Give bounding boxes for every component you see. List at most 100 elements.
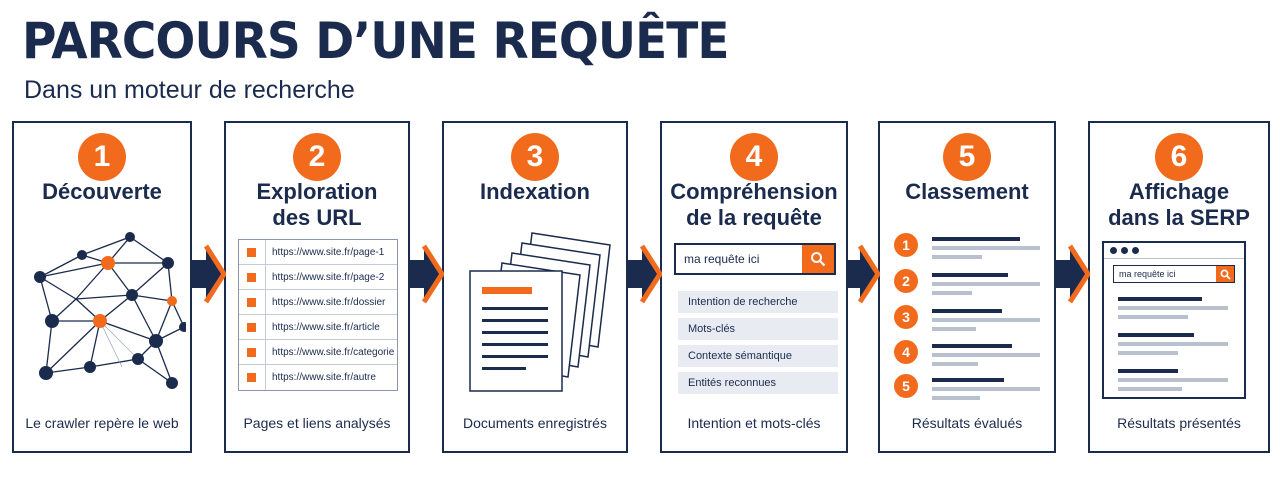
step-title-line: dans la SERP bbox=[1108, 205, 1250, 230]
step-title: Indexation bbox=[444, 179, 626, 205]
page-subtitle: Dans un moteur de recherche bbox=[24, 76, 355, 104]
rank-badge: 3 bbox=[894, 305, 918, 329]
browser-titlebar bbox=[1104, 243, 1244, 259]
step-number-badge: 6 bbox=[1155, 133, 1203, 181]
result-bar bbox=[932, 273, 1008, 277]
step-number-badge: 2 bbox=[293, 133, 341, 181]
url-bullet bbox=[247, 347, 256, 357]
step-title-line: Classement bbox=[905, 179, 1029, 204]
step-caption: Résultats présentés bbox=[1117, 415, 1241, 431]
url-row[interactable]: https://www.site.fr/page-2 bbox=[239, 265, 397, 290]
chevron-arrow-icon bbox=[192, 244, 226, 304]
step-title-line: Indexation bbox=[479, 179, 590, 204]
step-number-badge: 5 bbox=[943, 133, 991, 181]
result-bar bbox=[932, 378, 1004, 382]
url-bullet bbox=[247, 272, 256, 282]
page-title: PARCOURS D’UNE REQUÊTE bbox=[22, 12, 730, 70]
url-text: https://www.site.fr/article bbox=[265, 315, 380, 339]
result-bar bbox=[932, 327, 976, 331]
result-bar bbox=[932, 255, 982, 259]
step-number-badge: 1 bbox=[78, 133, 126, 181]
step-title: Compréhension de la requête bbox=[662, 179, 846, 231]
serp-result-bar bbox=[1118, 378, 1228, 382]
step-title: Découverte bbox=[14, 179, 190, 205]
step-card-6: 6 Affichage dans la SERP ma requête ici … bbox=[1088, 121, 1270, 453]
rank-badge: 5 bbox=[894, 374, 918, 398]
step-title-line: de la requête bbox=[686, 205, 822, 230]
intent-item: Mots-clés bbox=[678, 318, 838, 340]
step-card-3: 3 Indexation Documents enregistrés bbox=[442, 121, 628, 453]
serp-result-bar bbox=[1118, 387, 1182, 391]
result-bar bbox=[932, 282, 1040, 286]
url-text: https://www.site.fr/page-2 bbox=[265, 265, 384, 289]
url-row[interactable]: https://www.site.fr/dossier bbox=[239, 290, 397, 315]
url-bullet bbox=[247, 373, 256, 382]
step-caption: Documents enregistrés bbox=[463, 415, 607, 431]
window-dot-icon bbox=[1132, 247, 1139, 254]
result-bar bbox=[932, 353, 1040, 357]
result-bar bbox=[932, 309, 1002, 313]
result-bar bbox=[932, 344, 1012, 348]
url-text: https://www.site.fr/categorie bbox=[265, 340, 394, 364]
result-bar bbox=[932, 387, 1040, 391]
step-card-4: 4 Compréhension de la requête ma requête… bbox=[660, 121, 848, 453]
url-bullet bbox=[247, 322, 256, 332]
step-title: Affichage dans la SERP bbox=[1090, 179, 1268, 231]
result-bar bbox=[932, 318, 1040, 322]
step-title: Exploration des URL bbox=[226, 179, 408, 231]
url-bullet bbox=[247, 247, 256, 257]
step-number-badge: 3 bbox=[511, 133, 559, 181]
query-input-text[interactable]: ma requête ici bbox=[684, 252, 760, 266]
document-stack-icon bbox=[469, 232, 611, 392]
window-dot-icon bbox=[1110, 247, 1117, 254]
step-caption: Le crawler repère le web bbox=[25, 415, 179, 431]
rank-badge: 1 bbox=[894, 233, 918, 257]
step-caption: Intention et mots-clés bbox=[687, 415, 821, 431]
result-bar bbox=[932, 362, 978, 366]
serp-result-bar bbox=[1118, 369, 1178, 373]
step-number-badge: 4 bbox=[730, 133, 778, 181]
url-row[interactable]: https://www.site.fr/page-1 bbox=[239, 240, 397, 265]
chevron-arrow-icon bbox=[628, 244, 662, 304]
serp-result-bar bbox=[1118, 333, 1194, 337]
intent-item: Entités reconnues bbox=[678, 372, 838, 394]
step-caption: Pages et liens analysés bbox=[243, 415, 391, 431]
query-search-box[interactable]: ma requête ici bbox=[674, 243, 836, 275]
serp-search-box[interactable]: ma requête ici bbox=[1113, 265, 1235, 283]
result-bar bbox=[932, 291, 972, 295]
url-row[interactable]: https://www.site.fr/autre bbox=[239, 365, 397, 390]
rank-badge: 4 bbox=[894, 340, 918, 364]
url-row[interactable]: https://www.site.fr/article bbox=[239, 315, 397, 340]
url-bullet bbox=[247, 297, 256, 307]
result-bar bbox=[932, 396, 980, 400]
step-card-5: 5 Classement 1 2 3 4 5 Résultats évalués bbox=[878, 121, 1056, 453]
step-title: Classement bbox=[880, 179, 1054, 205]
url-row[interactable]: https://www.site.fr/categorie bbox=[239, 340, 397, 365]
result-bar bbox=[932, 246, 1040, 250]
step-title-line: Compréhension bbox=[670, 179, 838, 204]
serp-query-text[interactable]: ma requête ici bbox=[1119, 269, 1176, 279]
intent-item: Contexte sémantique bbox=[678, 345, 838, 367]
search-icon[interactable] bbox=[802, 245, 834, 273]
network-graph-icon bbox=[34, 232, 186, 389]
chevron-arrow-icon bbox=[1056, 244, 1090, 304]
search-icon[interactable] bbox=[1216, 266, 1234, 282]
step-caption: Résultats évalués bbox=[911, 415, 1023, 431]
step-card-1: 1 Découverte bbox=[12, 121, 192, 453]
serp-result-bar bbox=[1118, 342, 1228, 346]
window-dot-icon bbox=[1121, 247, 1128, 254]
url-text: https://www.site.fr/dossier bbox=[265, 290, 385, 314]
url-text: https://www.site.fr/page-1 bbox=[265, 240, 384, 264]
serp-result-bar bbox=[1118, 315, 1188, 319]
serp-result-bar bbox=[1118, 351, 1178, 355]
serp-result-bar bbox=[1118, 306, 1228, 310]
step-title-line: des URL bbox=[272, 205, 362, 230]
step-title-line: Exploration bbox=[256, 179, 378, 204]
url-list: https://www.site.fr/page-1 https://www.s… bbox=[238, 239, 398, 391]
intent-item: Intention de recherche bbox=[678, 291, 838, 313]
serp-result-bar bbox=[1118, 297, 1202, 301]
result-bar bbox=[932, 237, 1020, 241]
step-card-2: 2 Exploration des URL https://www.site.f… bbox=[224, 121, 410, 453]
step-title-line: Affichage bbox=[1128, 179, 1230, 204]
url-text: https://www.site.fr/autre bbox=[265, 365, 376, 390]
